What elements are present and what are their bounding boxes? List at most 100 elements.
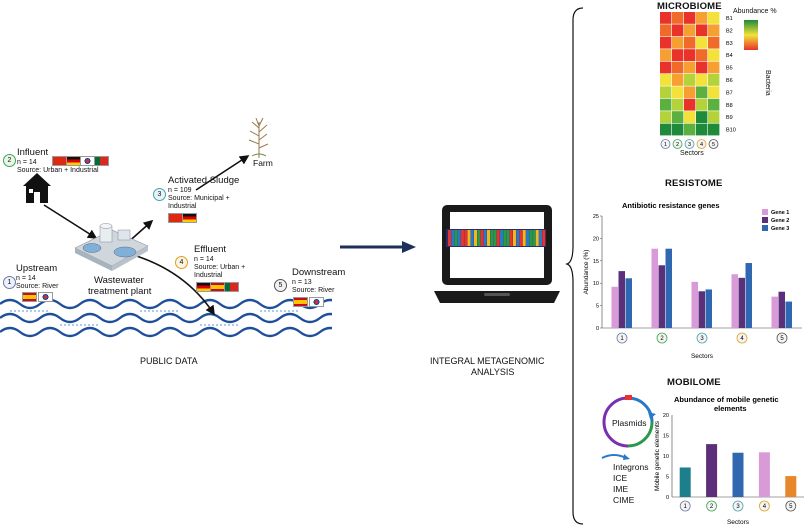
effluent-n: n = 14 bbox=[194, 256, 214, 263]
y-tick-label: 10 bbox=[593, 281, 599, 287]
microbiome-xlabel: Sectors bbox=[680, 150, 704, 157]
integron-arrow-icon bbox=[601, 454, 630, 460]
heatmap-row-label: B2 bbox=[726, 28, 733, 34]
heatmap-cell bbox=[696, 74, 708, 86]
dna-base bbox=[519, 230, 523, 246]
heatmap-cell bbox=[696, 24, 708, 37]
farm-label: Farm bbox=[253, 158, 273, 168]
analysis-title: INTEGRAL METAGENOMIC bbox=[430, 356, 545, 366]
x-tick-label: 2 bbox=[710, 504, 714, 510]
laptop-icon bbox=[434, 205, 560, 303]
sector-circle bbox=[696, 332, 708, 344]
bar bbox=[706, 444, 718, 497]
resistome-title: RESISTOME bbox=[665, 178, 723, 189]
heatmap-row-label: B9 bbox=[726, 115, 733, 121]
y-tick-label: 25 bbox=[593, 214, 599, 220]
heatmap-cell bbox=[684, 86, 696, 99]
heatmap-cell bbox=[684, 98, 696, 111]
abundance-legend-bar bbox=[744, 20, 758, 50]
dna-base bbox=[470, 230, 474, 246]
mobilome-chart: Abundance of mobile geneticelements05101… bbox=[654, 395, 804, 526]
downstream-source: Source: River bbox=[292, 287, 335, 294]
bar bbox=[758, 452, 770, 497]
heatmap-cell bbox=[660, 24, 672, 37]
heatmap-row-label: B7 bbox=[726, 90, 733, 96]
x-tick-label: 4 bbox=[740, 336, 744, 342]
upstream-n: n = 14 bbox=[16, 275, 36, 282]
upstream-source: Source: River bbox=[16, 283, 59, 290]
public-data-label: PUBLIC DATA bbox=[140, 356, 198, 366]
y-tick-label: 15 bbox=[663, 434, 669, 440]
bar bbox=[625, 278, 632, 328]
sector-circle bbox=[696, 139, 707, 149]
flag-china-icon bbox=[52, 156, 67, 166]
sector-label: 3 bbox=[688, 142, 691, 148]
dna-base bbox=[496, 230, 500, 246]
sector-circle-1: 1 bbox=[3, 276, 16, 289]
bar bbox=[732, 452, 744, 497]
x-tick-label: 3 bbox=[736, 504, 740, 510]
dna-base bbox=[467, 230, 471, 246]
y-axis-label: Mobile genetic elements bbox=[654, 420, 661, 491]
heatmap-cell bbox=[708, 36, 720, 49]
plant-label: Wastewater bbox=[94, 275, 144, 286]
dna-base bbox=[526, 230, 529, 246]
heatmap-cell bbox=[708, 61, 720, 74]
chart-title-2: elements bbox=[714, 404, 747, 413]
chart-title: Abundance of mobile genetic bbox=[674, 395, 779, 404]
heatmap-cell bbox=[660, 86, 672, 99]
flag-china-icon bbox=[168, 213, 183, 223]
bar bbox=[731, 274, 738, 328]
heatmap-cell bbox=[660, 12, 672, 24]
bar bbox=[665, 248, 672, 328]
dna-base bbox=[516, 230, 520, 246]
y-tick-label: 0 bbox=[596, 326, 599, 332]
sector-circle bbox=[736, 332, 748, 344]
bar bbox=[745, 263, 752, 328]
heatmap-cell bbox=[696, 86, 708, 99]
heatmap-cell bbox=[708, 49, 720, 61]
heatmap-cell bbox=[684, 36, 696, 49]
sector-circle bbox=[776, 332, 788, 344]
bacteria-label: Bacteria bbox=[764, 70, 771, 96]
heatmap-cell bbox=[660, 61, 672, 74]
dna-base bbox=[461, 230, 464, 246]
y-tick-label: 5 bbox=[596, 304, 599, 310]
x-axis-label: Sectors bbox=[727, 519, 750, 526]
sector-circle bbox=[660, 139, 671, 149]
x-tick-label: 2 bbox=[660, 336, 664, 342]
legend-swatch bbox=[762, 209, 768, 215]
downstream-n: n = 13 bbox=[292, 279, 312, 286]
heatmap-row-label: B1 bbox=[726, 16, 733, 22]
heatmap-row-label: B10 bbox=[726, 128, 736, 134]
chart-title: Antibiotic resistance genes bbox=[622, 201, 720, 210]
dna-base bbox=[513, 230, 516, 246]
sector-circle bbox=[672, 139, 683, 149]
bar bbox=[691, 281, 698, 328]
downstream-title: Downstream bbox=[292, 267, 346, 278]
flag-korea-icon bbox=[309, 297, 324, 307]
heatmap-cell bbox=[672, 86, 684, 99]
heatmap-cell bbox=[684, 61, 696, 74]
abundance-legend-title: Abundance % bbox=[733, 8, 777, 15]
dna-base bbox=[480, 230, 484, 246]
y-tick-label: 15 bbox=[593, 259, 599, 265]
river-waves bbox=[0, 298, 332, 338]
mobilome-title: MOBILOME bbox=[667, 377, 721, 388]
sector-label: 2 bbox=[676, 142, 679, 148]
sector-circle bbox=[706, 500, 717, 512]
sector-circle bbox=[708, 139, 719, 149]
bar bbox=[618, 271, 625, 328]
element-cime: CIME bbox=[613, 495, 635, 505]
x-tick-label: 5 bbox=[789, 504, 793, 510]
flag-portugal-icon bbox=[94, 156, 109, 166]
effluent-source: Source: Urban + bbox=[194, 264, 246, 271]
heatmap-cell bbox=[660, 36, 672, 49]
legend-label: Gene 3 bbox=[771, 226, 789, 232]
bar bbox=[771, 296, 778, 328]
dna-base bbox=[448, 230, 451, 246]
main-arrow bbox=[340, 241, 416, 253]
heatmap-cell bbox=[660, 111, 672, 123]
